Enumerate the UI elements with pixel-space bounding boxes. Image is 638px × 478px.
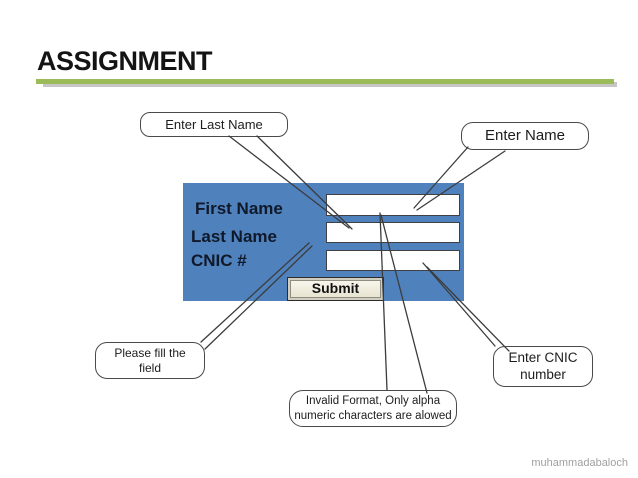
cnic-label: CNIC # <box>191 251 247 270</box>
callout-enter-cnic-number: Enter CNIC number <box>493 346 593 387</box>
callout-enter-name: Enter Name <box>461 122 589 150</box>
title-rule-shadow <box>43 82 617 87</box>
first-name-input[interactable] <box>326 194 460 216</box>
submit-button[interactable]: Submit <box>287 277 384 301</box>
last-name-input[interactable] <box>326 222 460 243</box>
slide-title: ASSIGNMENT <box>37 46 213 76</box>
callout-enter-last-name: Enter Last Name <box>140 112 288 137</box>
first-name-label: First Name <box>195 199 283 218</box>
callout-invalid-format: Invalid Format, Only alpha numeric chara… <box>289 390 457 427</box>
callout-please-fill-field: Please fill the field <box>95 342 205 379</box>
watermark: muhammadabaloch <box>531 457 628 469</box>
last-name-label: Last Name <box>191 227 277 246</box>
submit-button-label: Submit <box>290 280 381 298</box>
cnic-input[interactable] <box>326 250 460 271</box>
title-rule <box>36 79 614 84</box>
